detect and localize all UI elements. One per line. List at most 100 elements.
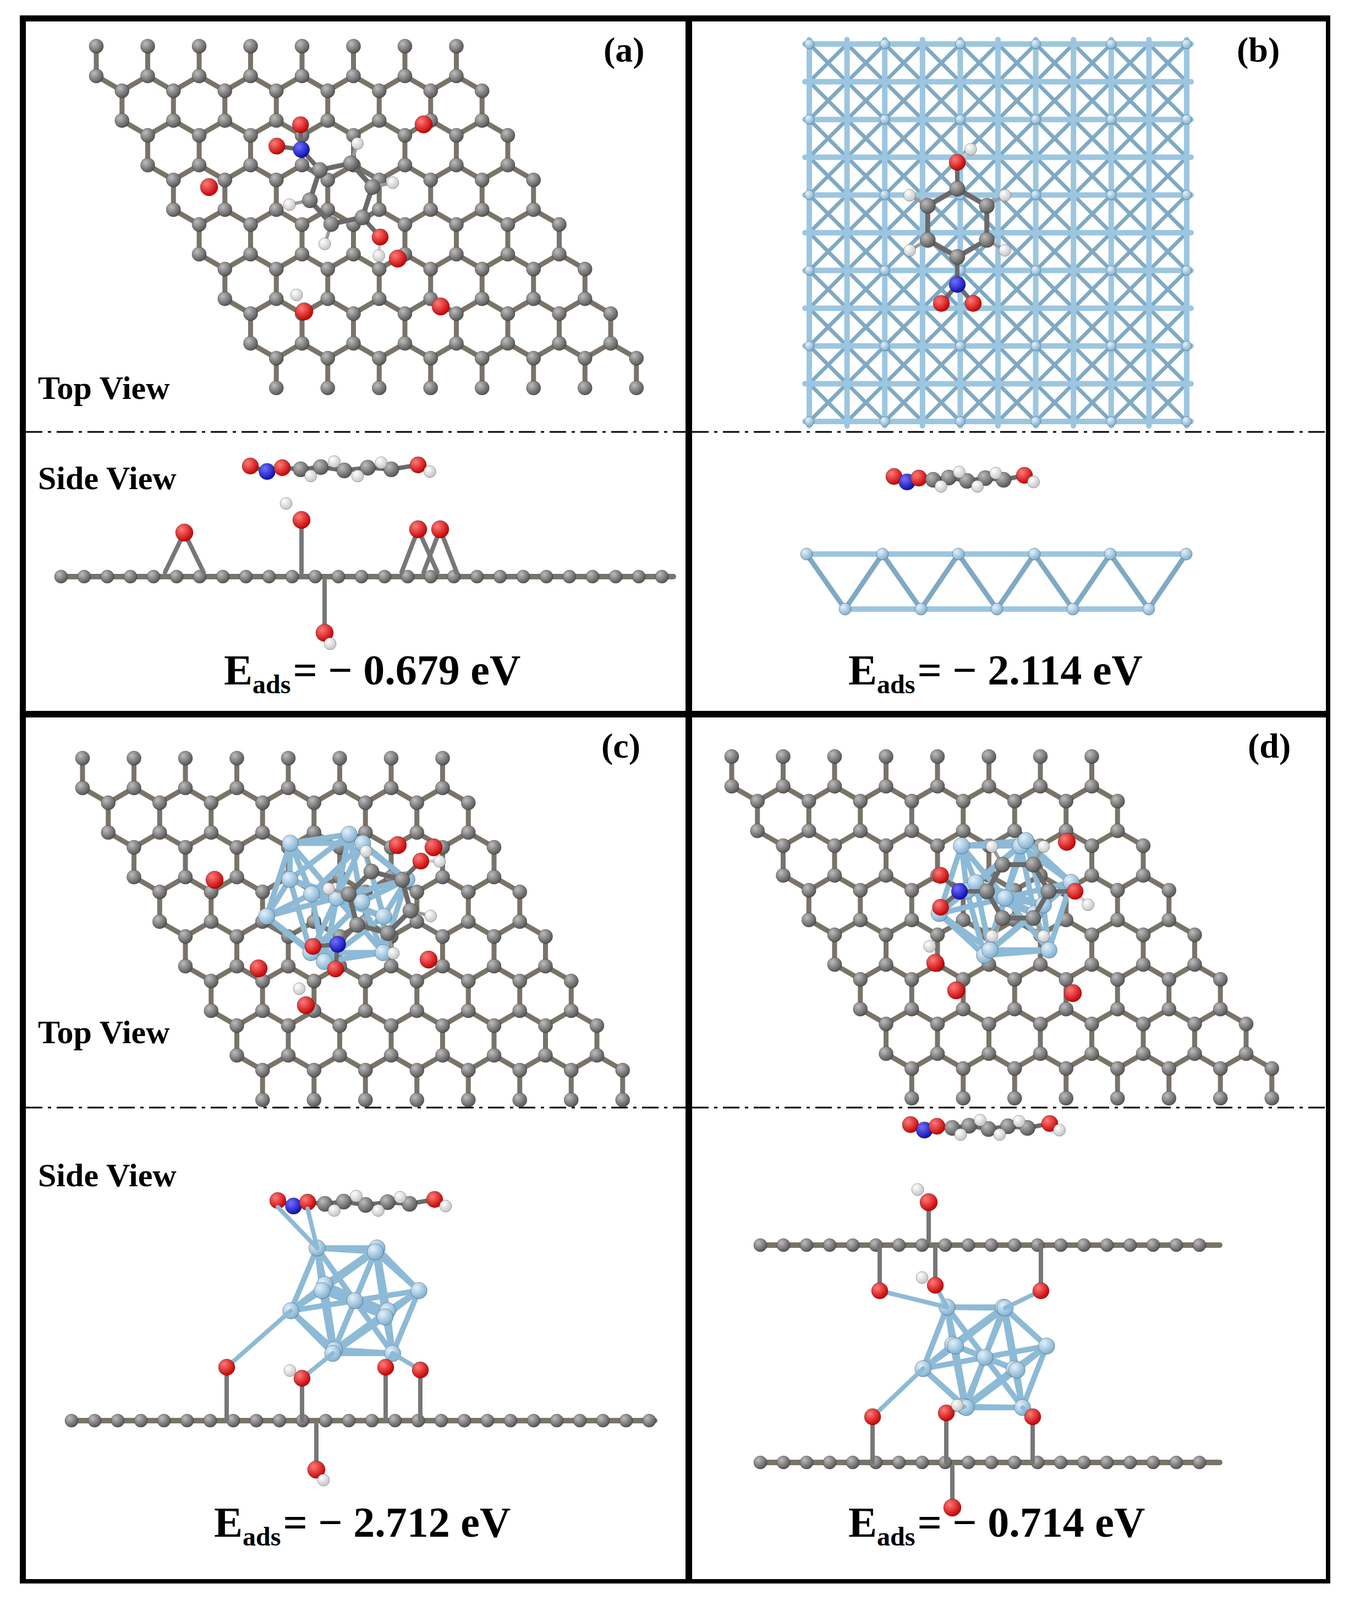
- bond: [847, 194, 886, 233]
- atom: [801, 883, 816, 898]
- atom: [500, 217, 515, 232]
- atom: [423, 83, 438, 98]
- atom: [879, 39, 890, 49]
- atom: [293, 141, 310, 158]
- atom: [864, 1408, 881, 1425]
- atom: [1136, 1046, 1151, 1061]
- bond: [884, 346, 923, 385]
- atom: [409, 1062, 425, 1078]
- atom: [552, 217, 567, 232]
- atom: [984, 1455, 998, 1469]
- atom: [1123, 1455, 1137, 1469]
- atom: [934, 480, 947, 493]
- atom: [397, 68, 413, 84]
- bond: [884, 81, 923, 120]
- bond: [809, 383, 848, 422]
- atom: [111, 1413, 125, 1428]
- bond: [1148, 308, 1187, 347]
- atom: [269, 291, 284, 306]
- bond: [334, 1349, 393, 1354]
- atom: [1032, 1282, 1050, 1299]
- atom: [217, 113, 233, 128]
- atom: [146, 569, 161, 584]
- atom: [243, 157, 259, 173]
- atom: [269, 261, 284, 277]
- atom: [919, 198, 936, 214]
- bond: [809, 232, 848, 271]
- atoms: [903, 143, 1011, 312]
- atom: [1106, 39, 1117, 49]
- atom: [776, 749, 791, 764]
- molecule-top-view: [304, 845, 446, 978]
- bonds: [291, 1247, 420, 1354]
- bond: [1111, 119, 1150, 158]
- atom: [512, 1003, 528, 1018]
- atom: [229, 958, 245, 974]
- atom: [951, 1399, 964, 1412]
- atom: [166, 202, 181, 217]
- bond: [960, 157, 998, 196]
- bond: [1111, 119, 1150, 158]
- bond: [872, 1368, 924, 1417]
- bond: [922, 119, 961, 158]
- bond: [960, 44, 998, 82]
- bond: [1073, 270, 1112, 309]
- graphene-side-view: [753, 1238, 1220, 1252]
- bond: [809, 44, 848, 82]
- atom: [371, 291, 387, 306]
- atoms: [282, 1239, 428, 1362]
- atom: [377, 1358, 394, 1376]
- bond: [1148, 270, 1187, 309]
- bond: [847, 81, 886, 120]
- atom: [341, 825, 358, 843]
- atom: [412, 1361, 429, 1379]
- atom: [500, 336, 515, 351]
- bond: [1035, 308, 1074, 347]
- atom: [229, 780, 245, 795]
- bond: [884, 383, 923, 422]
- bond: [922, 44, 961, 82]
- atom: [871, 1282, 888, 1299]
- atom: [255, 1003, 270, 1018]
- atom: [563, 1062, 579, 1078]
- atom: [331, 569, 345, 584]
- atom: [486, 869, 502, 885]
- bond: [1022, 1345, 1047, 1408]
- bond: [1111, 157, 1150, 196]
- atom: [397, 306, 413, 321]
- atom: [493, 569, 507, 584]
- atom: [317, 1473, 330, 1486]
- atom: [293, 982, 306, 995]
- atom: [474, 113, 490, 128]
- atom: [384, 750, 399, 766]
- atom: [1161, 912, 1177, 928]
- atom: [474, 172, 490, 188]
- atom: [323, 216, 339, 232]
- bond: [884, 270, 923, 309]
- graphene-top-view: [75, 750, 630, 1107]
- atom: [292, 511, 311, 529]
- atom: [123, 569, 137, 584]
- bond: [847, 308, 886, 347]
- bond: [1035, 383, 1074, 422]
- atom: [229, 750, 245, 766]
- atom: [354, 209, 371, 226]
- atom: [1146, 1455, 1160, 1469]
- atom: [1024, 1408, 1041, 1425]
- atom: [838, 602, 852, 616]
- atom: [281, 750, 296, 766]
- atom: [402, 902, 419, 919]
- molecule-side-view: [269, 1190, 452, 1217]
- atom: [371, 351, 387, 366]
- atom: [1110, 793, 1125, 809]
- atoms: [242, 455, 436, 482]
- oxygen-linkers: [871, 1245, 1050, 1308]
- bond: [1145, 39, 1152, 426]
- atom: [932, 867, 950, 884]
- atom: [328, 455, 341, 468]
- atom: [1059, 1001, 1074, 1017]
- bond: [847, 346, 886, 385]
- atom: [801, 793, 816, 809]
- atom: [1007, 972, 1022, 987]
- atom: [306, 795, 322, 810]
